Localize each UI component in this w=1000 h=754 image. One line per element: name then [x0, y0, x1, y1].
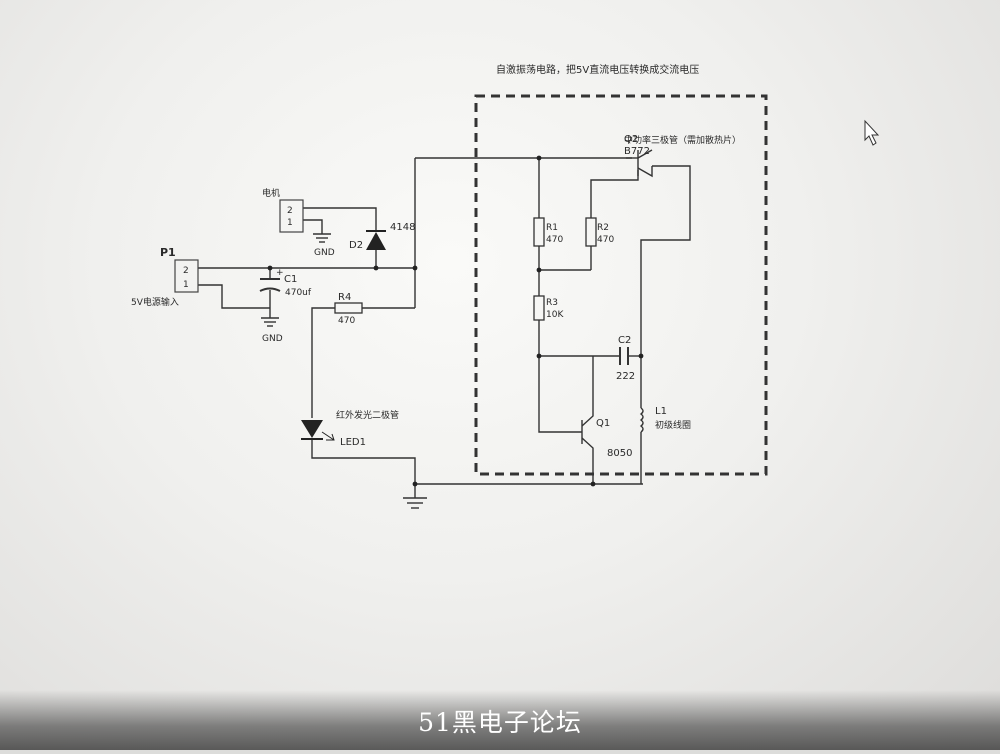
junctions: [267, 155, 644, 487]
q2-collector-lead: [637, 166, 653, 178]
wire-r4-led: [311, 307, 335, 418]
r2-label: R2: [597, 223, 609, 233]
led-label: LED1: [340, 437, 366, 448]
r1-resistor: [533, 217, 545, 247]
q2-part-number: B772: [624, 146, 650, 157]
c2-value: 222: [616, 371, 635, 382]
d2-label: D2: [349, 240, 363, 251]
r3-label: R3: [546, 298, 558, 308]
d2-part-number: 4148: [390, 222, 415, 233]
r3-resistor: [533, 295, 545, 321]
mouse-pointer-icon: [864, 119, 880, 146]
d2-diode: [366, 230, 386, 250]
motor-connector: [279, 199, 304, 233]
gnd-symbol-input: [261, 317, 279, 327]
p1-connector: [174, 259, 199, 293]
q2-label-text: Q2: [624, 134, 638, 145]
led1-diode: [301, 420, 335, 441]
forum-watermark: 51黑电子论坛: [418, 708, 582, 737]
r4-label: R4: [338, 292, 351, 303]
gnd-label-motor: GND: [314, 248, 335, 258]
c1-polarity: +: [276, 268, 284, 278]
wire-q2-collector: [640, 165, 691, 356]
r4-resistor: [334, 302, 363, 314]
p1-label: P1: [160, 246, 176, 259]
led-description: 红外发光二极管: [336, 409, 399, 421]
c1-capacitor: [259, 278, 281, 292]
c1-value: 470uf: [285, 288, 312, 298]
r2-resistor: [585, 217, 597, 247]
l1-description: 初级线圈: [655, 419, 691, 431]
gnd-symbol-motor: [313, 233, 331, 243]
p1-pin-2: 2: [183, 266, 189, 276]
wire-r3-q1base: [538, 320, 582, 433]
p1-pin-1: 1: [183, 280, 189, 290]
wire-motor-gnd: [303, 219, 323, 234]
q1-collector: [581, 356, 594, 427]
p1-description: 5V电源输入: [131, 296, 179, 308]
wire-motor-2: [303, 207, 377, 230]
wire-p1-negative: [198, 284, 270, 309]
r3-value: 10K: [546, 310, 564, 320]
r2-value: 470: [597, 235, 614, 245]
wire-led-ground: [311, 440, 416, 484]
motor-label: 电机: [262, 187, 280, 199]
wire-r2-q2base: [590, 170, 639, 218]
c2-capacitor: [619, 347, 629, 365]
watermark-shade: [0, 690, 1000, 750]
motor-pin-2: 2: [287, 206, 293, 216]
q2-emitter-diag: [637, 149, 653, 159]
r1-value: 470: [546, 235, 563, 245]
earth-ground-symbol: [403, 497, 427, 509]
motor-pin-1: 1: [287, 218, 293, 228]
c2-label: C2: [618, 335, 631, 346]
r4-value: 470: [338, 316, 355, 326]
gnd-label-input: GND: [262, 334, 283, 344]
q1-part-number: 8050: [607, 448, 632, 459]
oscillator-enclosure: [474, 94, 768, 476]
c1-label: C1: [284, 274, 297, 285]
circuit-title: 自激振荡电路，把5V直流电压转换成交流电压: [496, 63, 699, 76]
q1-label: Q1: [596, 418, 610, 429]
q1-emitter: [581, 437, 594, 484]
q2-note: 中功率三极管（需加散热片）: [624, 134, 741, 146]
r1-label: R1: [546, 223, 558, 233]
l1-inductor: [639, 407, 644, 433]
l1-label: L1: [655, 406, 667, 417]
